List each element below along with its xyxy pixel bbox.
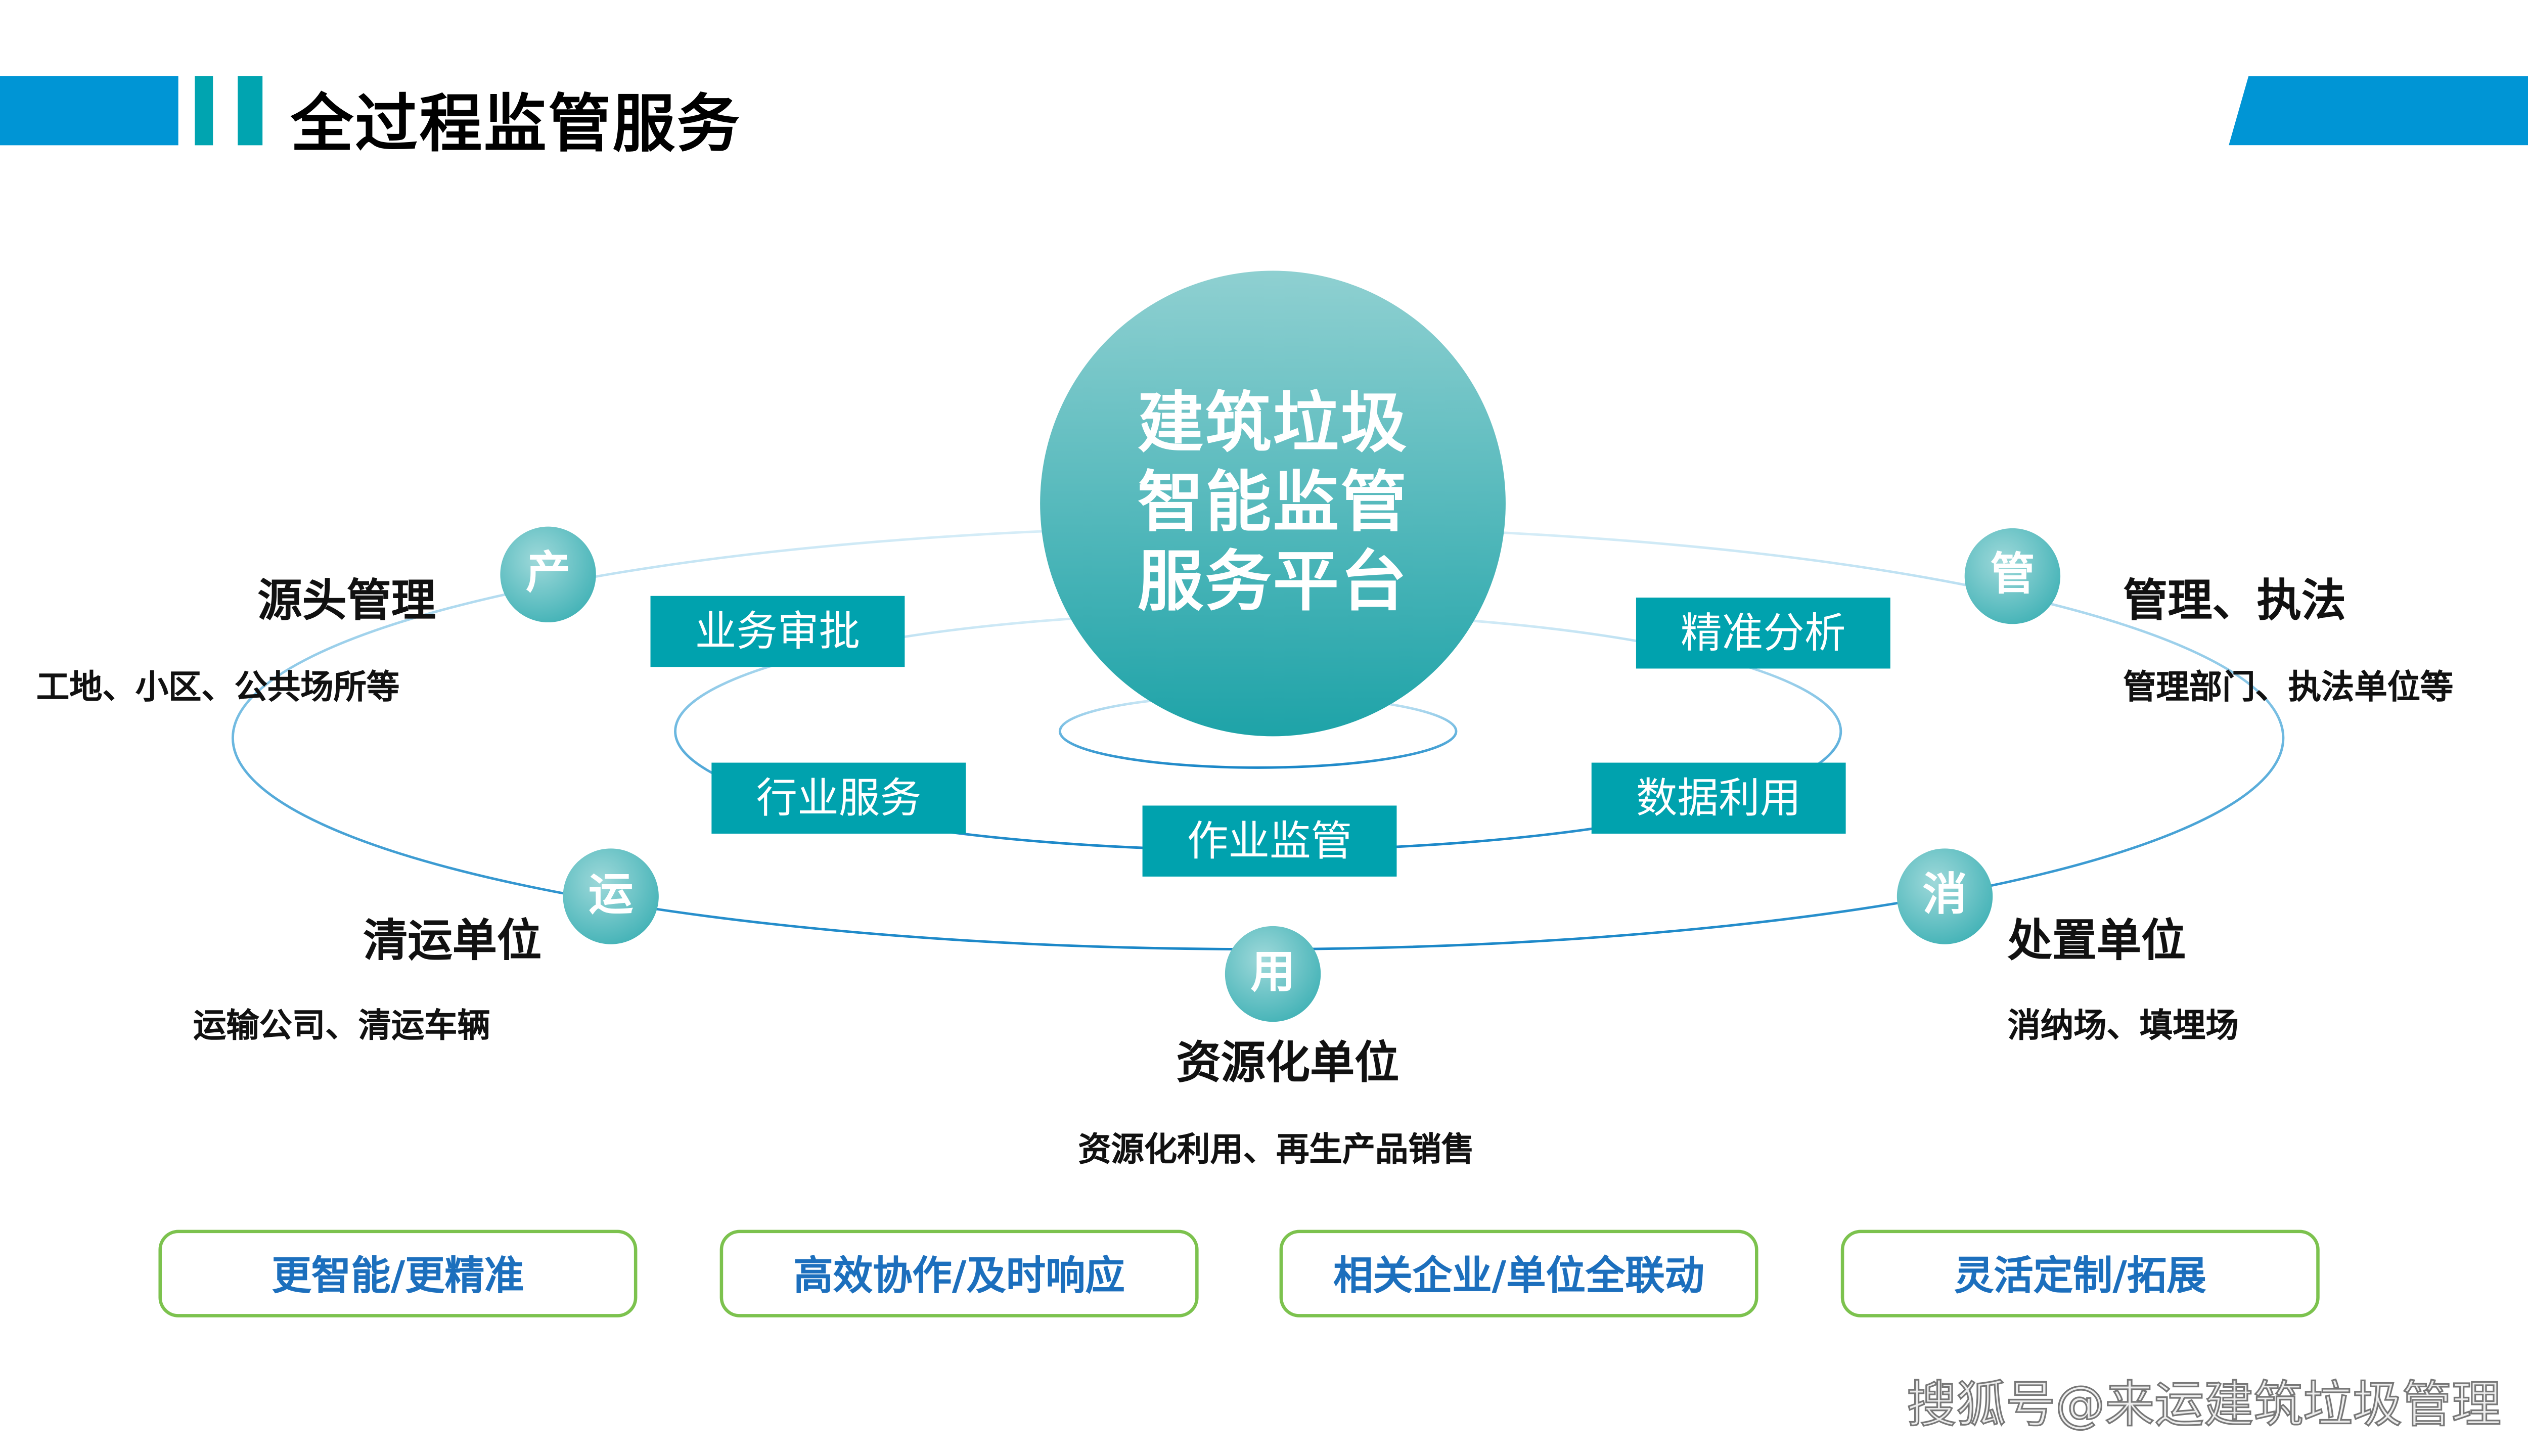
platform-line: 建筑垃圾: [1137, 386, 1409, 463]
node-title: 处置单位: [2007, 916, 2186, 968]
node-badge-use: 用: [1225, 926, 1321, 1022]
feature-linkage: 相关企业/单位全联动: [1279, 1230, 1758, 1317]
node-title: 管理、执法: [2123, 576, 2346, 627]
node-desc: 管理部门、执法单位等: [2123, 667, 2454, 707]
tag-business-approval: 业务审批: [650, 596, 905, 667]
node-badge-manage: 管: [1964, 528, 2061, 624]
tag-precise-analysis: 精准分析: [1636, 598, 1890, 669]
feature-customization: 灵活定制/拓展: [1840, 1230, 2320, 1317]
header-right-bar: [2229, 76, 2528, 146]
node-badge-produce: 产: [500, 526, 596, 623]
platform-line: 智能监管: [1137, 465, 1409, 542]
node-title: 清运单位: [363, 916, 542, 968]
header-teal-bar: [238, 76, 263, 146]
watermark: 搜狐号@来运建筑垃圾管理: [1906, 1376, 2502, 1436]
tag-data-usage: 数据利用: [1591, 762, 1846, 834]
node-title: 资源化单位: [1176, 1038, 1400, 1090]
tag-industry-service: 行业服务: [711, 762, 966, 834]
node-desc: 资源化利用、再生产品销售: [1078, 1129, 1474, 1169]
platform-line: 服务平台: [1137, 544, 1409, 621]
feature-smart: 更智能/更精准: [158, 1230, 638, 1317]
node-badge-dispose: 消: [1897, 848, 1993, 944]
header-teal-bar: [195, 76, 213, 146]
page-title: 全过程监管服务: [290, 87, 742, 160]
header-blue-bar: [0, 76, 178, 146]
node-badge-transport: 运: [563, 848, 659, 944]
node-desc: 消纳场、填埋场: [2007, 1005, 2239, 1045]
platform-circle: 建筑垃圾 智能监管 服务平台: [1040, 270, 1506, 737]
node-title: 源头管理: [257, 576, 436, 627]
tag-operation-supervision: 作业监管: [1142, 805, 1397, 877]
feature-collaboration: 高效协作/及时响应: [719, 1230, 1199, 1317]
node-desc: 运输公司、清运车辆: [193, 1005, 490, 1045]
node-desc: 工地、小区、公共场所等: [36, 667, 400, 707]
